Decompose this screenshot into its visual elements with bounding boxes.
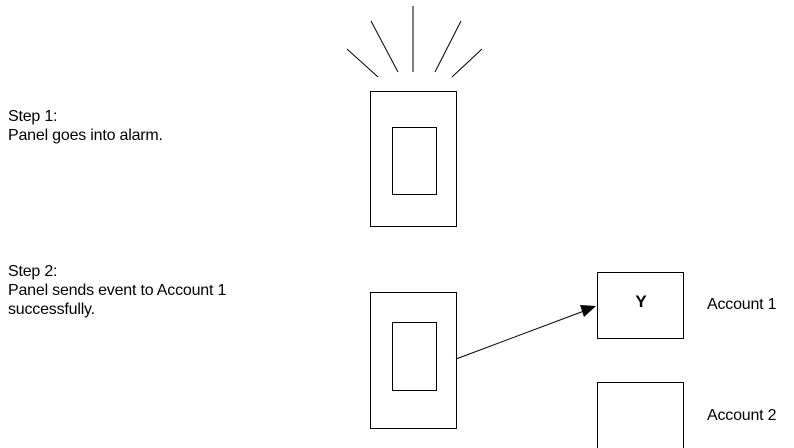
panel-outer (370, 91, 457, 227)
account-2-box (597, 382, 684, 448)
account-1-box-text: Y (635, 292, 647, 311)
alarm-panel-step2 (370, 292, 457, 429)
step2-description-line1: Panel sends event to Account 1 (8, 282, 227, 299)
event-arrow (455, 305, 596, 360)
alarm-panel-step1 (370, 91, 457, 227)
account-1-label: Account 1 (707, 296, 777, 313)
account-2-label: Account 2 (707, 407, 777, 424)
alarm-ray (346, 48, 379, 78)
step2-text: Step 2: Panel sends event to Account 1 s… (8, 262, 226, 319)
alarm-ray (370, 20, 399, 73)
panel-display (392, 322, 437, 391)
step1-title: Step 1: (8, 108, 58, 125)
step1-text: Step 1: Panel goes into alarm. (8, 107, 163, 145)
arrow-shaft (455, 310, 585, 360)
step2-description-line2: successfully. (8, 301, 95, 318)
arrow-head (580, 305, 596, 317)
step1-description: Panel goes into alarm. (8, 127, 163, 144)
alarm-rays (346, 6, 483, 78)
account-1-box (597, 272, 684, 339)
step2-title: Step 2: (8, 263, 58, 280)
alarm-ray (451, 48, 483, 78)
alarm-ray (434, 20, 462, 73)
panel-display (392, 127, 437, 195)
panel-outer (370, 292, 457, 429)
